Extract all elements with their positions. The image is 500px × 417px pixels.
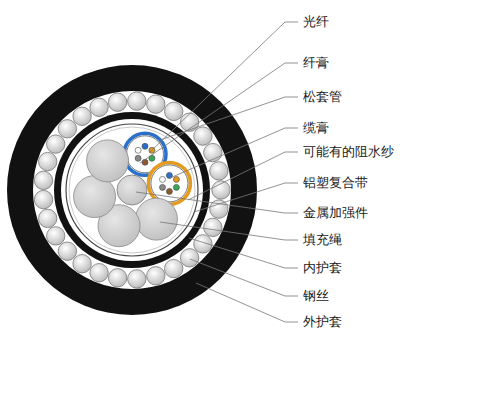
inner-sheath — [54, 112, 210, 268]
part-label: 填充绳 — [302, 232, 343, 248]
strength-member — [117, 175, 147, 205]
optical-fiber — [160, 176, 166, 182]
steel-wire — [108, 269, 126, 287]
optical-fiber — [160, 184, 166, 190]
steel-wire — [34, 171, 52, 189]
outer-sheath — [7, 65, 257, 315]
steel-wire — [204, 218, 222, 236]
steel-wire — [194, 235, 212, 253]
steel-wire — [180, 249, 198, 267]
steel-wire — [39, 152, 57, 170]
steel-wire — [108, 93, 126, 111]
steel-wire — [165, 102, 183, 120]
steel-wire — [34, 190, 52, 208]
optical-fiber — [135, 155, 141, 161]
steel-wire — [47, 227, 65, 245]
filler-rope — [87, 140, 129, 182]
cable-core — [74, 133, 191, 246]
steel-wire — [73, 107, 91, 125]
steel-wire — [194, 127, 212, 145]
steel-wire — [58, 120, 76, 138]
optical-fiber — [173, 184, 179, 190]
steel-wire — [39, 209, 57, 227]
leader-lines — [136, 22, 298, 322]
part-label: 松套管 — [302, 89, 343, 105]
steel-wire — [128, 92, 146, 110]
steel-wire — [90, 264, 108, 282]
aluminium-tape — [66, 124, 198, 256]
optical-fiber — [166, 188, 172, 194]
part-label: 可能有的阻水纱 — [302, 144, 395, 160]
optical-fiber — [142, 143, 148, 149]
steel-wire — [58, 242, 76, 260]
steel-wire — [147, 95, 165, 113]
steel-wire — [47, 135, 65, 153]
part-label: 内护套 — [302, 260, 343, 276]
steel-wire — [73, 255, 91, 273]
optical-fiber — [142, 159, 148, 165]
steel-wire — [128, 270, 146, 288]
optical-fiber — [173, 176, 179, 182]
filler-rope — [135, 198, 177, 240]
part-label: 外护套 — [302, 314, 343, 330]
steel-wire — [210, 162, 228, 180]
steel-wire — [90, 98, 108, 116]
optical-fiber — [135, 147, 141, 153]
part-label: 铝塑复合带 — [302, 175, 369, 191]
part-label: 纤膏 — [302, 55, 330, 71]
steel-wire — [165, 259, 183, 277]
part-label: 光纤 — [302, 14, 330, 30]
part-label: 金属加强件 — [302, 205, 369, 221]
core-zone — [61, 119, 203, 261]
part-label: 缆膏 — [302, 120, 330, 136]
steel-wire — [147, 267, 165, 285]
water-blocking-yarn — [69, 127, 195, 253]
part-label: 钢丝 — [302, 288, 330, 304]
